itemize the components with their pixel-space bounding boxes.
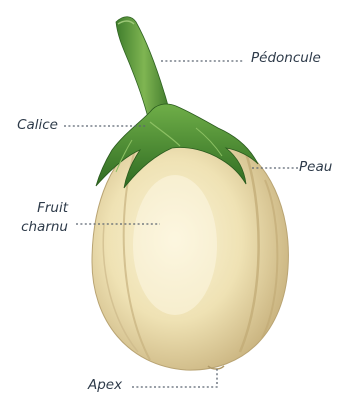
label-pedoncule: Pédoncule — [251, 50, 321, 67]
fruit-body — [92, 133, 288, 370]
label-peau: Peau — [299, 159, 332, 176]
label-apex: Apex — [88, 377, 122, 394]
label-fruit: Fruit — [6, 200, 68, 217]
leader-apex — [132, 369, 217, 387]
label-calice: Calice — [6, 117, 58, 134]
label-charnu: charnu — [6, 219, 68, 236]
